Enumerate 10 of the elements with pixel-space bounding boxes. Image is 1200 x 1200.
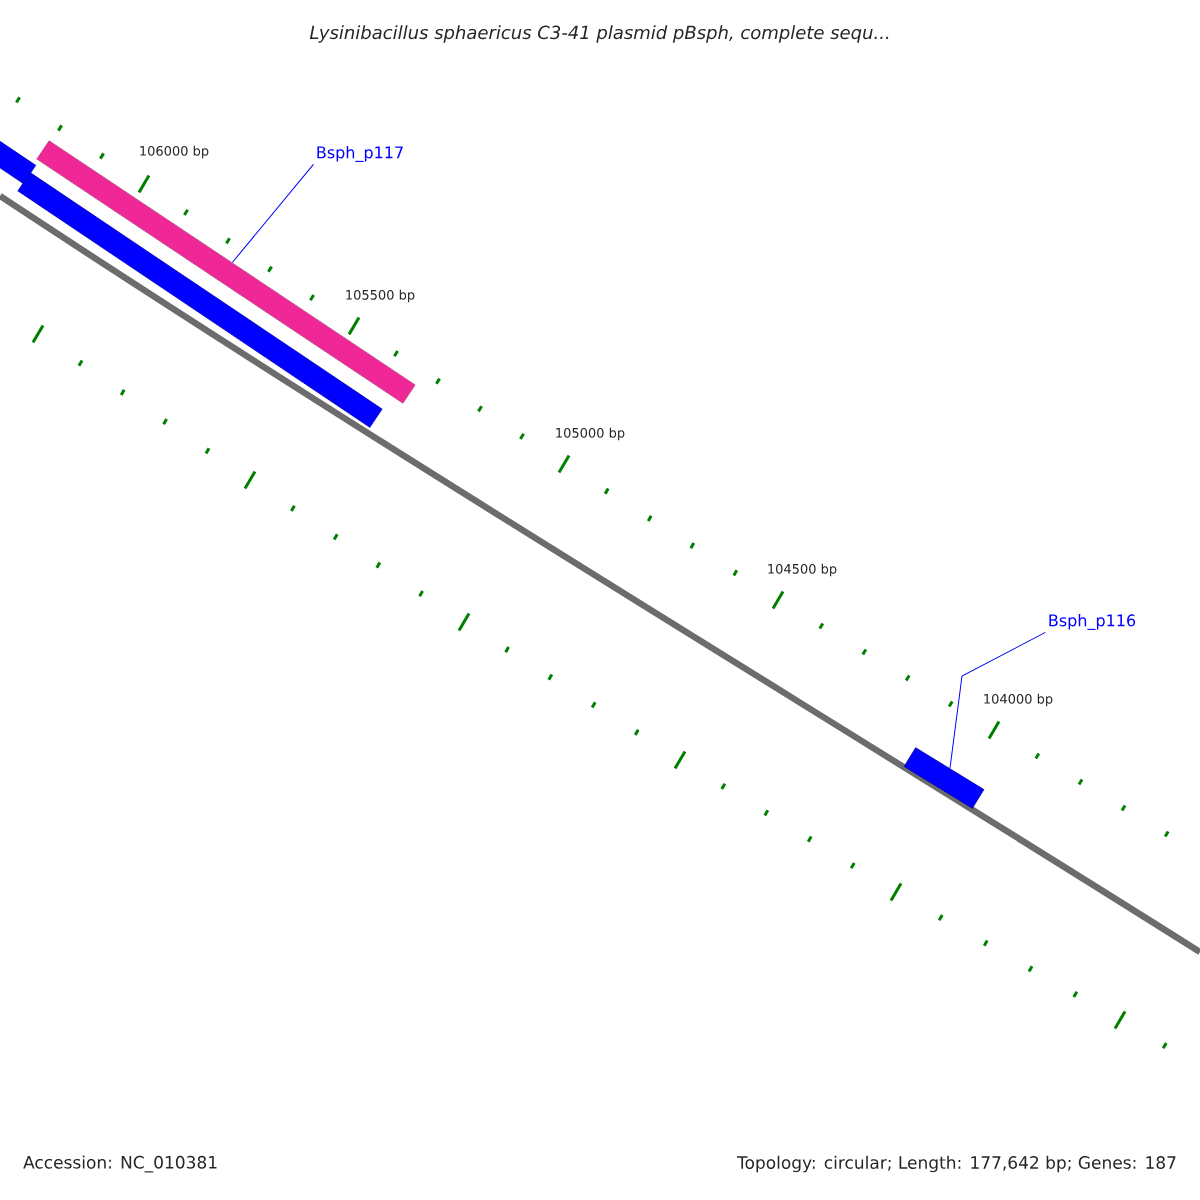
gene-bar [903,747,985,809]
title: Lysinibacillus sphaericus C3-41 plasmid pBsph, complete sequ... [309,25,889,43]
gene-label: Bsph_p116 [1049,614,1136,630]
leader-line [949,631,1046,769]
gene-label: Bsph_p117 [317,146,403,162]
summary-text: Topology: circular; Length: 177,642 bp; Genes: 187 [736,1155,1176,1173]
gene-bar [0,135,37,184]
accession-text: Accession: NC_010381 [23,1155,217,1173]
gene-bar [36,140,416,404]
leader-line [231,163,314,263]
